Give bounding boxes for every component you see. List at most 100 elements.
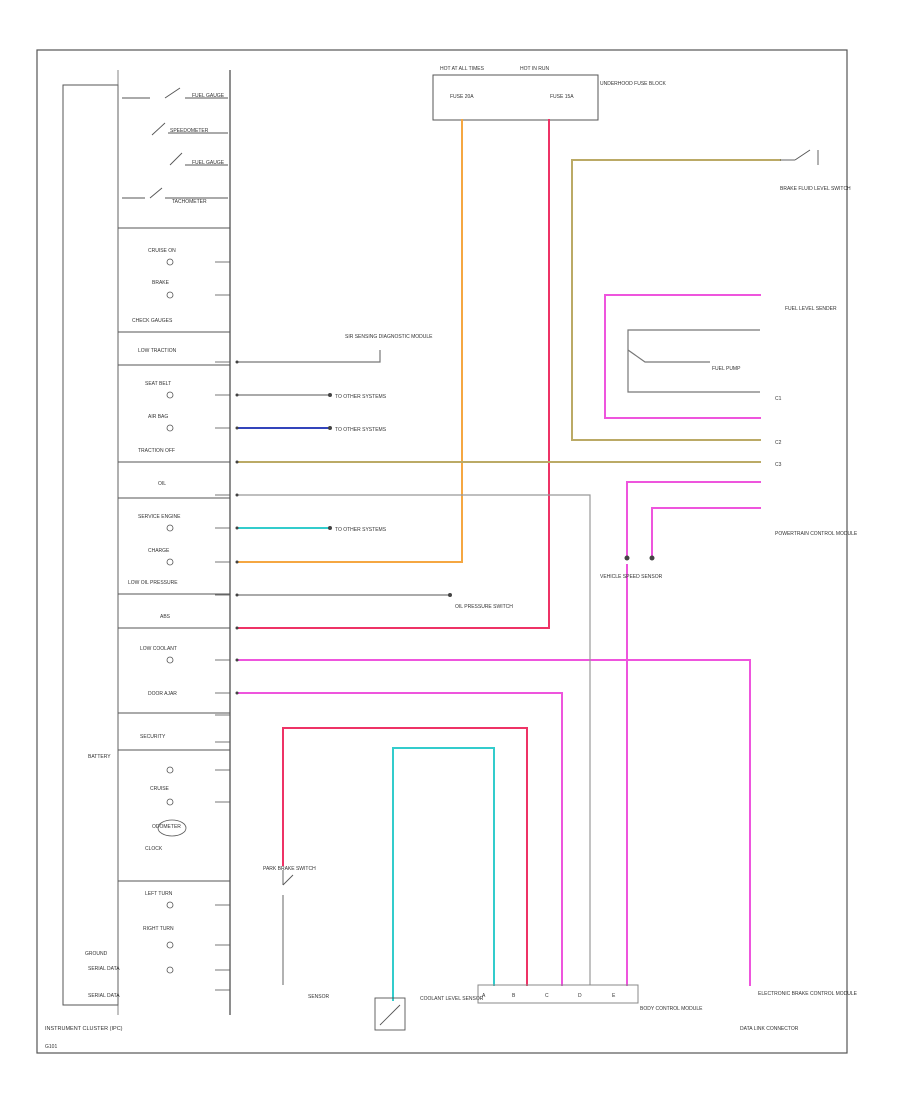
indicator-label: LOW OIL PRESSURE <box>128 580 178 586</box>
fuse-block-box <box>432 74 599 121</box>
to-other-systems-1: TO OTHER SYSTEMS <box>335 394 387 400</box>
indicator-label: CRUISE <box>150 786 170 792</box>
wire-cyan-2 <box>392 747 495 1001</box>
pcm-pin-label: C2 <box>775 440 782 446</box>
lamp-icon <box>166 391 174 399</box>
lamp-icon <box>166 258 174 266</box>
wire-pink-2 <box>236 692 563 986</box>
indicator-label: LOW TRACTION <box>138 348 177 354</box>
indicator-label: CHARGE <box>148 548 170 554</box>
dlc-label: DATA LINK CONNECTOR <box>740 1026 799 1032</box>
speed-sensor-label: VEHICLE SPEED SENSOR <box>600 574 663 580</box>
gauge-label-4: TACHOMETER <box>172 199 207 205</box>
indicator-label: TRACTION OFF <box>138 448 175 454</box>
park-brake-label: PARK BRAKE SWITCH <box>263 866 316 872</box>
wire-gray-6 <box>627 349 710 363</box>
serial-data-label-1: SERIAL DATA <box>88 966 120 972</box>
battery-label: BATTERY <box>88 754 111 760</box>
indicator-label: LOW COOLANT <box>140 646 177 652</box>
indicator-label: OIL <box>158 481 166 487</box>
indicator-label: CHECK GAUGES <box>132 318 173 324</box>
bottom-pin-label: D <box>578 993 582 999</box>
wire-red-main <box>236 119 550 629</box>
lamp-icon <box>166 766 174 774</box>
coolant-sensor-icon <box>374 997 406 1031</box>
bottom-pin-label: A <box>482 993 486 999</box>
lamp-symbols <box>157 258 187 974</box>
wire-tan-1 <box>571 159 781 441</box>
brake-fluid-switch-icon <box>780 149 819 165</box>
lamp-icon <box>166 798 174 806</box>
ground-id-label: G101 <box>45 1044 57 1050</box>
wire-gray-3 <box>237 350 381 363</box>
park-brake-switch-icon <box>282 870 294 985</box>
gauge-switches <box>122 87 228 199</box>
lamp-icon <box>166 656 174 664</box>
pcm-pin-label: C1 <box>775 396 782 402</box>
gauge-label-3: FUEL GAUGE <box>192 160 225 166</box>
lamp-icon <box>166 901 174 909</box>
to-other-systems-2: TO OTHER SYSTEMS <box>335 427 387 433</box>
indicator-label: SEAT BELT <box>145 381 171 387</box>
fuel-pump-label: FUEL PUMP <box>712 366 741 372</box>
cluster-pin-ticks <box>215 261 230 991</box>
gauge-label-2: SPEEDOMETER <box>170 128 209 134</box>
indicator-label: SERVICE ENGINE <box>138 514 181 520</box>
indicator-label: LEFT TURN <box>145 891 173 897</box>
lamp-icon <box>166 558 174 566</box>
bottom-pin-label: E <box>612 993 616 999</box>
brake-switch-label: BRAKE FLUID LEVEL SWITCH <box>780 186 851 192</box>
body-module-label: BODY CONTROL MODULE <box>640 1006 703 1012</box>
bottom-pin-label: C <box>545 993 549 999</box>
bottom-connector-box <box>477 984 639 1004</box>
fuse-side-note: UNDERHOOD FUSE BLOCK <box>600 81 667 87</box>
wire-red-lower <box>282 727 528 986</box>
lamp-icon <box>166 966 174 974</box>
indicator-label: DOOR AJAR <box>148 691 177 697</box>
lamp-icon <box>166 291 174 299</box>
gauge-label-1: FUEL GAUGE <box>192 93 225 99</box>
diagram-frame <box>36 49 848 1054</box>
bottom-pin-label: B <box>512 993 516 999</box>
fuse-hot-at-all-times: HOT AT ALL TIMES <box>440 66 485 72</box>
wire-pink-4 <box>651 507 761 556</box>
wire-orange <box>236 119 463 563</box>
ebcm-label: ELECTRONIC BRAKE CONTROL MODULE <box>758 991 858 997</box>
pcm-pin-label: C3 <box>775 462 782 468</box>
ground-label: GROUND <box>85 951 108 957</box>
indicator-label: ODOMETER <box>152 824 181 830</box>
lamp-icon <box>166 424 174 432</box>
fuse-a-label: FUSE 20A <box>450 94 474 100</box>
pcm-connector-labels: C1 C2 C3 <box>775 396 782 468</box>
indicator-label: RIGHT TURN <box>143 926 174 932</box>
indicator-labels: CRUISE ON BRAKE CHECK GAUGES LOW TRACTIO… <box>128 248 181 932</box>
airbag-module-label: SIR SENSING DIAGNOSTIC MODULE <box>345 334 433 340</box>
wire-pin-dots <box>235 360 655 695</box>
pcm-label: POWERTRAIN CONTROL MODULE <box>775 531 858 537</box>
coolant-sensor-label: COOLANT LEVEL SENSOR <box>420 996 484 1002</box>
cluster-inner-box <box>62 84 119 1006</box>
indicator-label: AIR BAG <box>148 414 168 420</box>
indicator-label: BRAKE <box>152 280 170 286</box>
serial-data-label-2: SERIAL DATA <box>88 993 120 999</box>
wire-gray <box>237 494 591 985</box>
fuse-hot-in-run: HOT IN RUN <box>520 66 549 72</box>
indicator-label: CRUISE ON <box>148 248 176 254</box>
to-other-systems-3: TO OTHER SYSTEMS <box>335 527 387 533</box>
cluster-name: INSTRUMENT CLUSTER (IPC) <box>45 1026 123 1032</box>
clock-icon <box>157 819 187 837</box>
wire-pink-3 <box>626 481 761 556</box>
indicator-label: SECURITY <box>140 734 166 740</box>
wire-pink-fuel <box>604 294 761 419</box>
fuel-sender-label: FUEL LEVEL SENDER <box>785 306 837 312</box>
indicator-label: ABS <box>160 614 171 620</box>
sensor-label: SENSOR <box>308 994 330 1000</box>
fuse-b-label: FUSE 15A <box>550 94 574 100</box>
oil-pressure-switch-label: OIL PRESSURE SWITCH <box>455 604 513 610</box>
bottom-connector-pins: A B C D E <box>482 993 616 999</box>
lamp-icon <box>166 524 174 532</box>
wire-pink-1 <box>236 659 751 986</box>
indicator-label: CLOCK <box>145 846 163 852</box>
lamp-icon <box>166 941 174 949</box>
